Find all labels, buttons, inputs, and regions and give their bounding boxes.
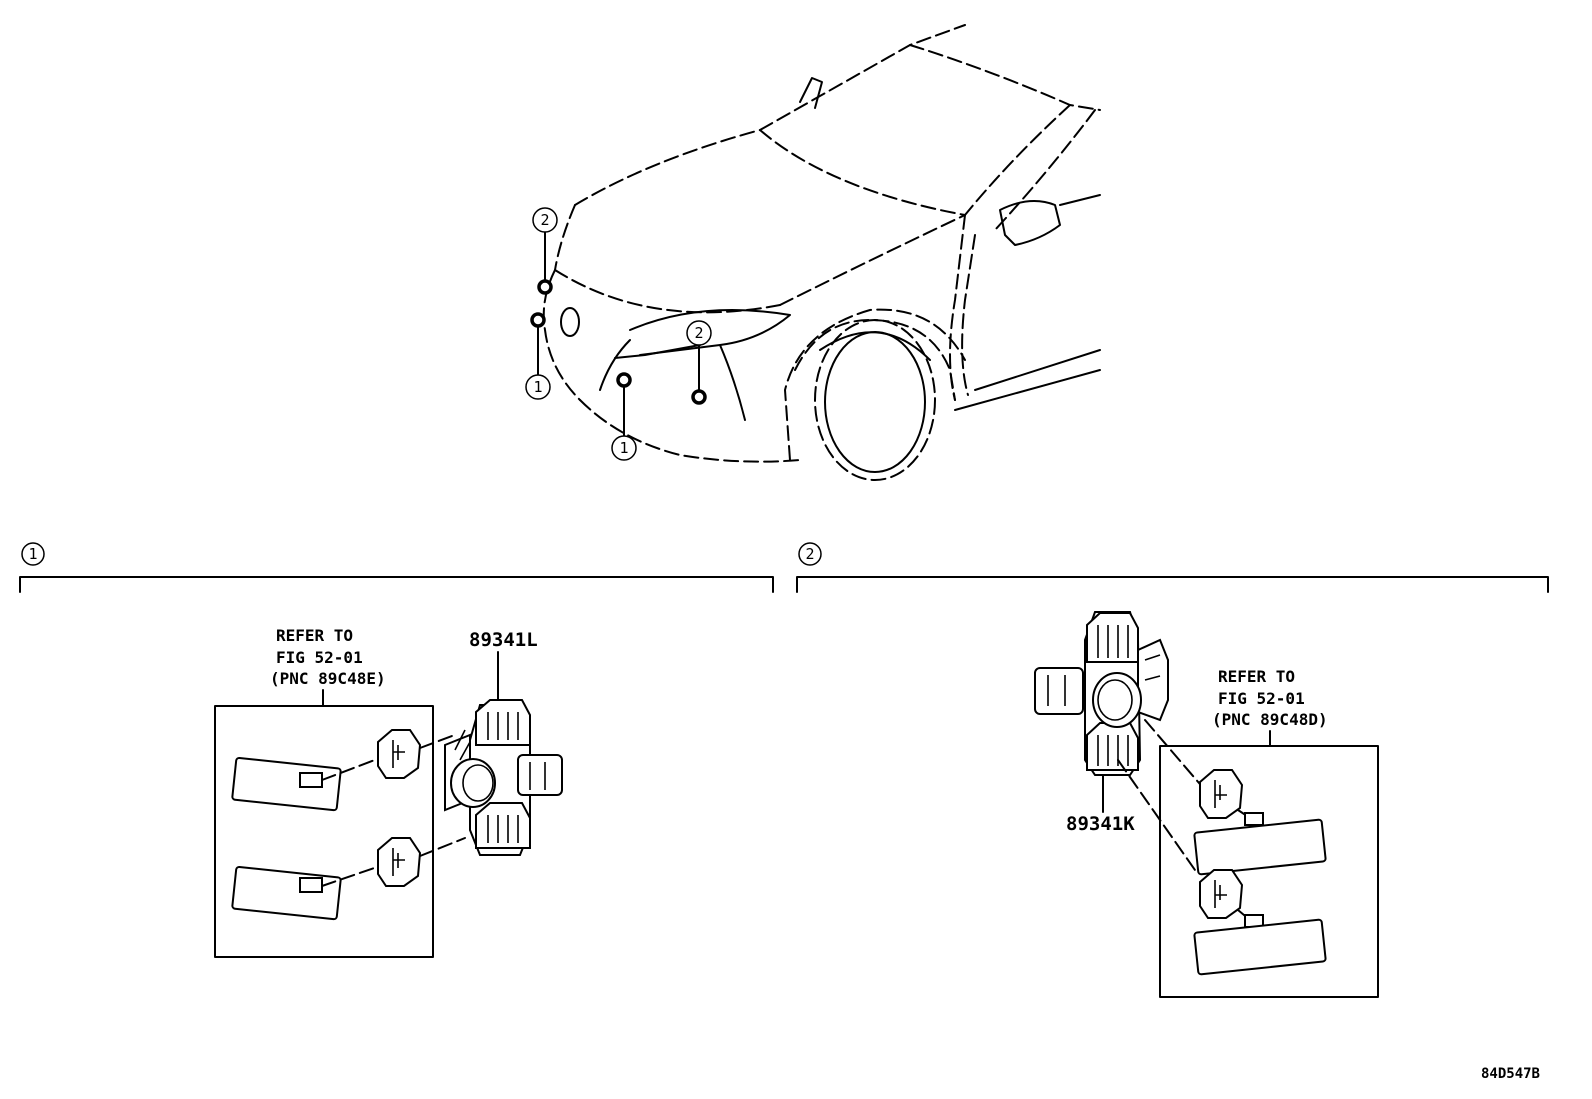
callout-2-center: 2 xyxy=(686,320,712,346)
section-1-bezel-box xyxy=(214,705,434,958)
svg-text:(PNC 89C48E): (PNC 89C48E) xyxy=(270,669,386,688)
svg-text:2: 2 xyxy=(694,324,703,342)
svg-text:FIG 52-01: FIG 52-01 xyxy=(1218,689,1305,708)
svg-text:1: 1 xyxy=(28,545,37,563)
section-1-part-label: 89341L xyxy=(469,629,538,701)
sensor-marker-1b xyxy=(616,372,632,388)
sensor-marker-1a xyxy=(530,312,546,328)
sensor-locations: 2 1 1 2 xyxy=(525,207,712,461)
callout-2-top-left: 2 xyxy=(532,207,558,233)
sensor-marker-2a xyxy=(537,279,553,295)
svg-text:(PNC 89C48D): (PNC 89C48D) xyxy=(1212,710,1328,729)
sensor-marker-2b xyxy=(691,389,707,405)
svg-text:2: 2 xyxy=(540,211,549,229)
section-2-bezel-box xyxy=(1159,745,1379,998)
section-2-refer-note: REFER TO FIG 52-01 (PNC 89C48D) xyxy=(1212,667,1328,747)
svg-text:89341K: 89341K xyxy=(1066,813,1135,835)
svg-text:REFER TO: REFER TO xyxy=(276,626,353,645)
callout-1-left: 1 xyxy=(525,374,551,400)
section-1-refer-note: REFER TO FIG 52-01 (PNC 89C48E) xyxy=(270,626,386,707)
section-1-header: 1 xyxy=(19,542,774,593)
vehicle-illustration xyxy=(542,24,1101,481)
sensor-89341k xyxy=(1034,611,1169,776)
section-2-header: 2 xyxy=(796,542,1549,593)
section-2-bezel-upper xyxy=(1193,769,1327,876)
section-1: 1 REFER TO FIG 52-01 (PNC 89C48E) xyxy=(19,542,774,958)
section-1-bezel-upper xyxy=(231,729,453,812)
section-2-bezel-lower xyxy=(1193,869,1327,976)
callout-1-bottom: 1 xyxy=(611,435,637,461)
section-1-bezel-lower xyxy=(231,837,466,921)
svg-text:FIG 52-01: FIG 52-01 xyxy=(276,648,363,667)
svg-text:2: 2 xyxy=(805,545,814,563)
svg-text:1: 1 xyxy=(533,378,542,396)
section-2: 2 89341K REFER TO FIG 52-01 (PNC 89C48D) xyxy=(796,542,1549,998)
svg-text:REFER TO: REFER TO xyxy=(1218,667,1295,686)
svg-text:89341L: 89341L xyxy=(469,629,538,651)
svg-text:1: 1 xyxy=(619,439,628,457)
section-2-part-label: 89341K xyxy=(1066,774,1135,835)
sensor-89341l xyxy=(444,699,563,856)
diagram-code: 84D547B xyxy=(1481,1066,1540,1082)
